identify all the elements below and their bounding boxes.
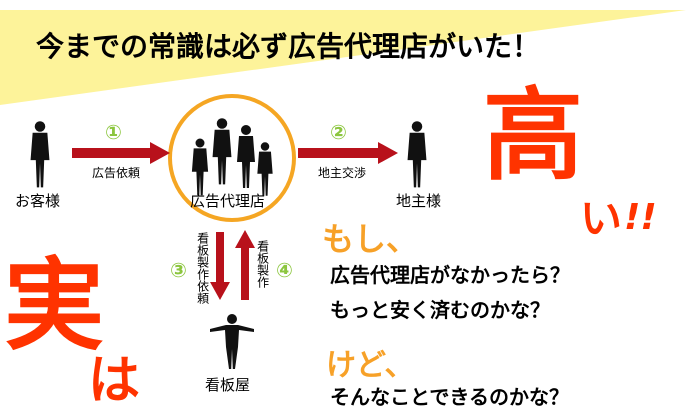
step-2-label: 地主交渉 <box>318 166 367 180</box>
wa-char: は <box>88 351 141 411</box>
agency-label: 広告代理店 <box>190 192 266 210</box>
yellow-header-band <box>0 10 686 105</box>
agency-ring <box>168 94 296 222</box>
landowner-figure <box>407 121 427 188</box>
landowner-label: 地主様 <box>396 192 442 210</box>
agency-group-figures <box>191 118 273 196</box>
arrow-4 <box>235 230 255 300</box>
signshop-figure <box>210 314 254 369</box>
step-2-number: ② <box>330 120 347 144</box>
kedo-text: けど、 <box>326 348 415 383</box>
i-char: い <box>580 194 623 243</box>
step-3-number: ③ <box>170 258 187 282</box>
step-3-label: 看板製作依頼 <box>195 232 210 304</box>
moshi-text: もし、 <box>322 220 419 258</box>
question-3: そんなことできるのかな？ <box>330 385 569 409</box>
step-1-number: ① <box>105 120 122 144</box>
question-2: もっと安く済むのかな？ <box>330 298 550 322</box>
step-4-label: 看板製作 <box>255 240 270 288</box>
taka-char: 高 <box>483 77 583 194</box>
step-1-label: 広告依頼 <box>92 166 141 180</box>
jitsu-char: 実 <box>4 247 104 364</box>
signshop-label: 看板屋 <box>205 376 251 394</box>
customer-label: お客様 <box>15 192 61 210</box>
customer-figure <box>30 121 50 188</box>
headline: 今までの常識は必ず広告代理店がいた！ <box>36 30 541 63</box>
question-1: 広告代理店がなかったら？ <box>330 263 570 287</box>
arrow-3 <box>210 232 230 300</box>
exclaim-marks: !! <box>624 197 657 238</box>
arrow-2 <box>298 142 398 164</box>
step-4-number: ④ <box>276 258 293 282</box>
arrow-1 <box>72 142 170 164</box>
